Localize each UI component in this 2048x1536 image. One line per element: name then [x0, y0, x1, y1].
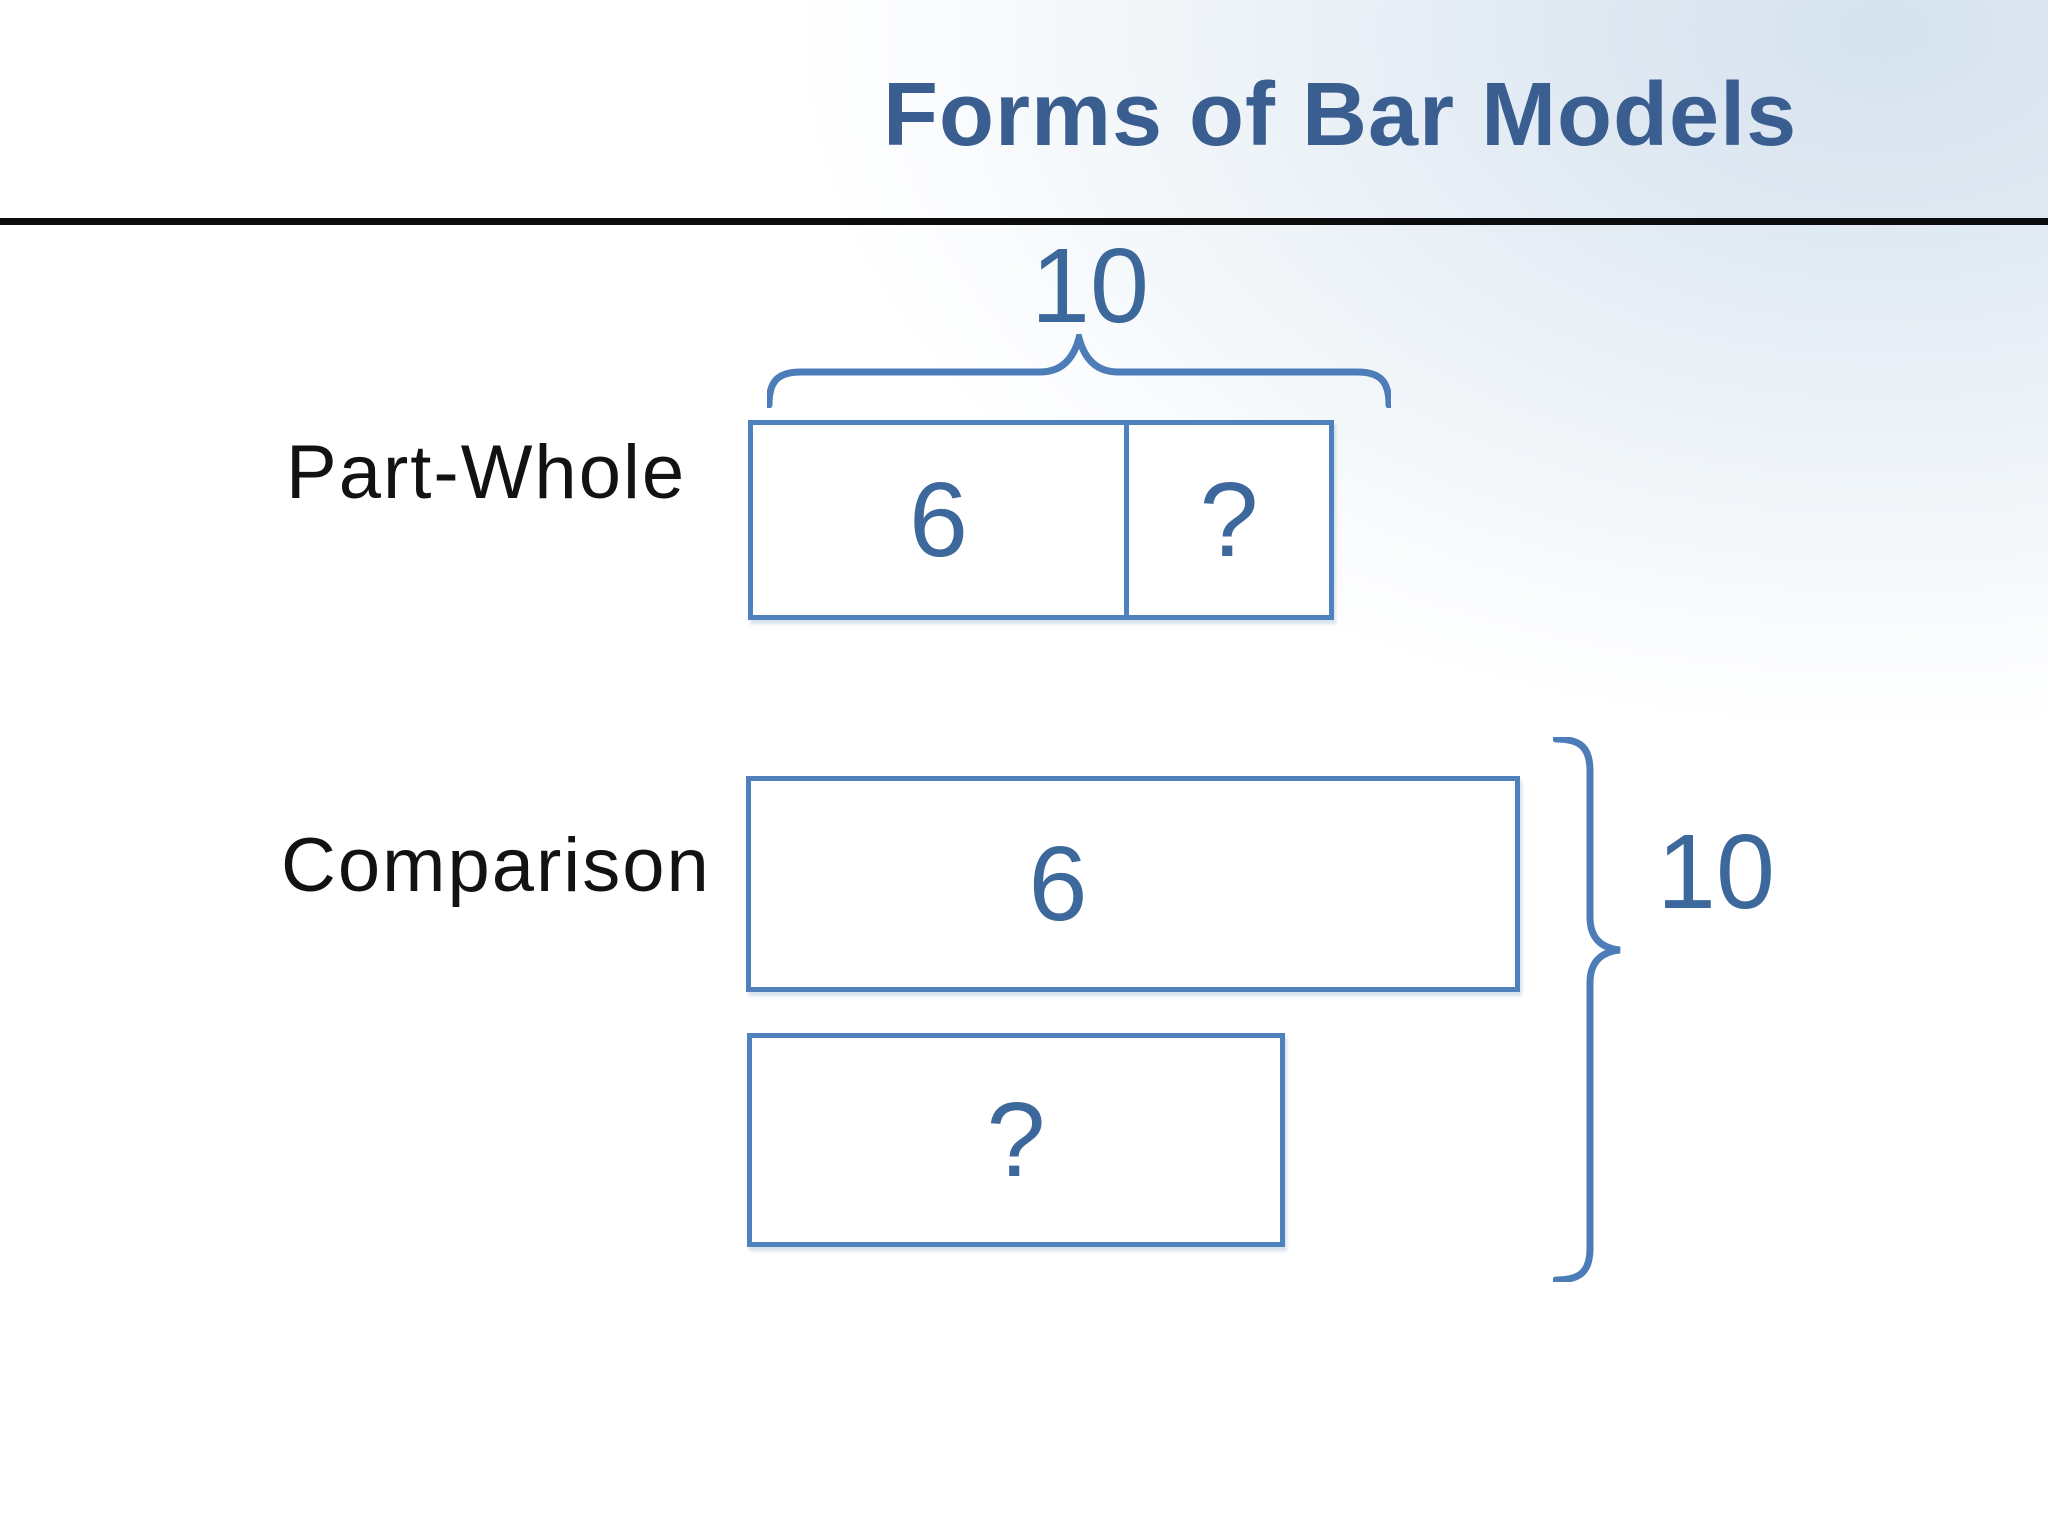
part-whole-bar: 6 ?	[748, 420, 1334, 620]
comparison-known-value: 6	[1028, 825, 1088, 943]
part-whole-total: 10	[1031, 227, 1149, 345]
comparison-bar-known: 6	[746, 776, 1520, 992]
comparison-unknown-value: ?	[986, 1081, 1046, 1199]
part-whole-label: Part-Whole	[286, 430, 687, 515]
comparison-total: 10	[1657, 813, 1775, 931]
part-whole-known-value: 6	[909, 461, 968, 579]
part-whole-unknown-part-cell: ?	[1129, 425, 1329, 615]
part-whole-unknown-value: ?	[1199, 461, 1259, 579]
page-title: Forms of Bar Models	[883, 65, 1798, 165]
title-divider-line	[0, 218, 2048, 225]
comparison-label: Comparison	[281, 823, 711, 908]
right-curly-brace-icon	[1553, 737, 1623, 1282]
comparison-bar-unknown: ?	[747, 1033, 1285, 1247]
top-curly-brace-icon	[767, 334, 1391, 408]
part-whole-known-part-cell: 6	[753, 425, 1129, 615]
